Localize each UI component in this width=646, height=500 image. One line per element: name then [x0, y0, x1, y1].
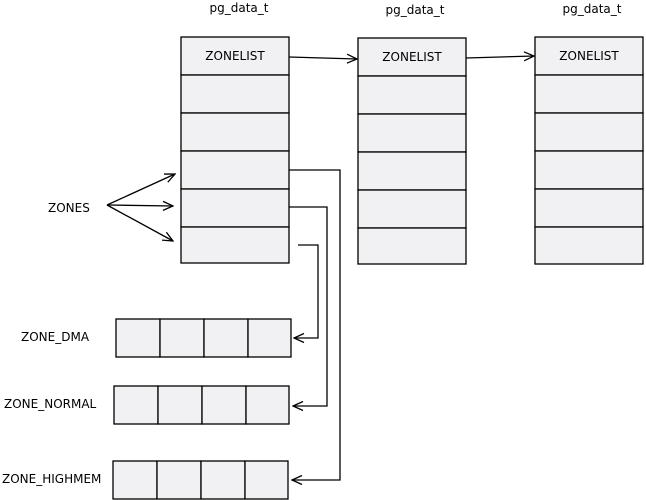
- node-3-title: pg_data_t: [563, 2, 622, 16]
- zonelist-arrow-1-to-2: [288, 57, 357, 59]
- node-1-cell-2: [180, 74, 290, 114]
- zone-dma-label: ZONE_DMA: [21, 330, 90, 344]
- node-2-cell-2: [357, 75, 467, 115]
- zone-normal-cell-4: [245, 385, 290, 425]
- node-1-cell-3: [180, 112, 290, 152]
- connector-to-zone-highmem: [289, 169, 341, 480]
- pg-data-node-2: pg_data_t ZONELIST: [357, 3, 467, 265]
- zone-normal-cell-3: [201, 385, 247, 425]
- node-2-cell-3: [357, 113, 467, 153]
- node-3-cell-6: [534, 226, 644, 265]
- node-3-cell-3: [534, 112, 644, 152]
- zones-arrow-middle: [106, 205, 173, 206]
- zone-normal-label: ZONE_NORMAL: [4, 397, 97, 411]
- zone-normal-cell-1: [113, 385, 159, 425]
- zone-dma-cell-4: [247, 318, 292, 358]
- node-3-cell-2: [534, 74, 644, 114]
- node-2-title: pg_data_t: [386, 3, 445, 17]
- node-1-zonelist-cell: [180, 36, 290, 76]
- node-1-zone-cell-1: [180, 150, 290, 190]
- zone-dma-cell-3: [203, 318, 249, 358]
- zone-dma-cell-1: [115, 318, 161, 358]
- zones-label: ZONES: [48, 201, 90, 215]
- zonelist-arrow-2-to-3: [465, 56, 534, 58]
- pg-data-node-1: pg_data_t ZONELIST: [180, 1, 290, 264]
- node-1-zone-cell-3: [180, 226, 290, 264]
- node-1-zone-cell-2: [180, 188, 290, 228]
- pg-data-node-3: pg_data_t ZONELIST: [534, 2, 644, 265]
- zones-arrow-bottom: [106, 204, 173, 241]
- node-2-cell-6: [357, 227, 467, 265]
- zone-highmem-cell-1: [112, 460, 158, 500]
- zone-dma-cell-2: [159, 318, 205, 358]
- node-3-cell-5: [534, 188, 644, 228]
- node-1-zonelist-label: ZONELIST: [205, 49, 265, 63]
- node-2-zonelist-cell: [357, 37, 467, 77]
- zone-highmem-cell-4: [244, 460, 289, 500]
- node-3-cell-4: [534, 150, 644, 190]
- node-2-zonelist-label: ZONELIST: [382, 50, 442, 64]
- zone-array-highmem: ZONE_HIGHMEM: [2, 460, 289, 500]
- zone-highmem-cell-2: [156, 460, 202, 500]
- node-1-title: pg_data_t: [210, 1, 269, 15]
- zones-arrow-top: [106, 174, 175, 206]
- zone-array-dma: ZONE_DMA: [21, 318, 292, 358]
- zone-highmem-label: ZONE_HIGHMEM: [2, 472, 101, 486]
- zone-normal-cell-2: [157, 385, 203, 425]
- zone-highmem-cell-3: [200, 460, 246, 500]
- node-2-cell-4: [357, 151, 467, 191]
- node-2-cell-5: [357, 189, 467, 229]
- connector-to-zone-dma: [294, 244, 319, 338]
- zone-array-normal: ZONE_NORMAL: [4, 385, 290, 425]
- connector-to-zone-normal: [289, 206, 328, 406]
- node-3-zonelist-label: ZONELIST: [559, 49, 619, 63]
